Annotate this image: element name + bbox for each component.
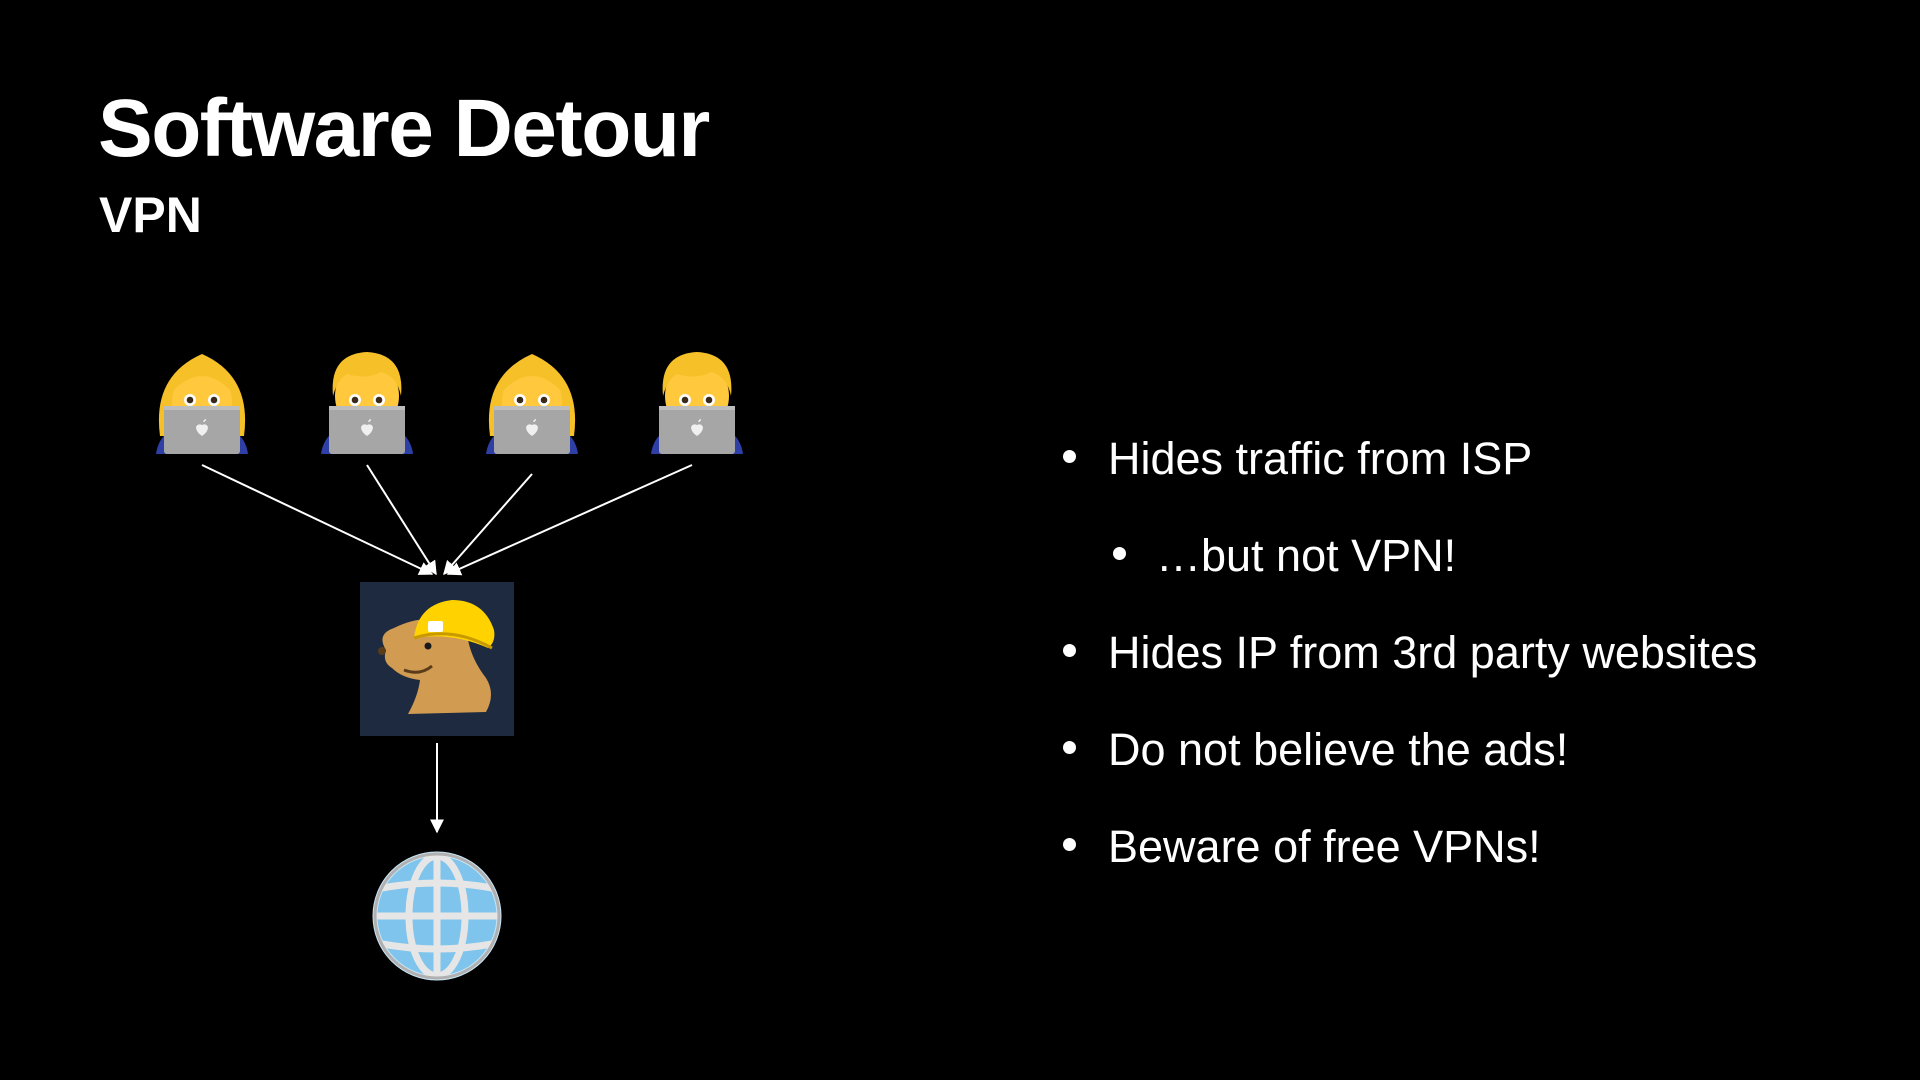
user-man-technologist-icon-1 [321, 352, 413, 454]
arrow-user-1-to-vpn [202, 465, 432, 574]
bullet-text: Hides traffic from ISP [1108, 436, 1532, 481]
vpn-diagram [0, 0, 900, 1080]
bullet-text: Do not believe the ads! [1108, 727, 1568, 772]
mullvad-mole-logo-icon [360, 582, 514, 736]
globe-icon [375, 854, 499, 978]
bullet-dot-icon [1063, 838, 1076, 851]
bullet-text: …but not VPN! [1156, 533, 1456, 578]
bullet-text: Beware of free VPNs! [1108, 824, 1541, 869]
arrow-user-4-to-vpn [448, 465, 692, 574]
bullet-dot-icon [1113, 547, 1126, 560]
user-man-technologist-icon-2 [651, 352, 743, 454]
arrow-user-3-to-vpn [444, 474, 532, 574]
bullet-text: Hides IP from 3rd party websites [1108, 630, 1757, 675]
user-woman-technologist-icon-2 [486, 354, 578, 454]
user-woman-technologist-icon-1 [156, 354, 248, 454]
bullet-dot-icon [1063, 450, 1076, 463]
arrow-user-2-to-vpn [367, 465, 436, 574]
bullet-dot-icon [1063, 741, 1076, 754]
bullet-dot-icon [1063, 644, 1076, 657]
